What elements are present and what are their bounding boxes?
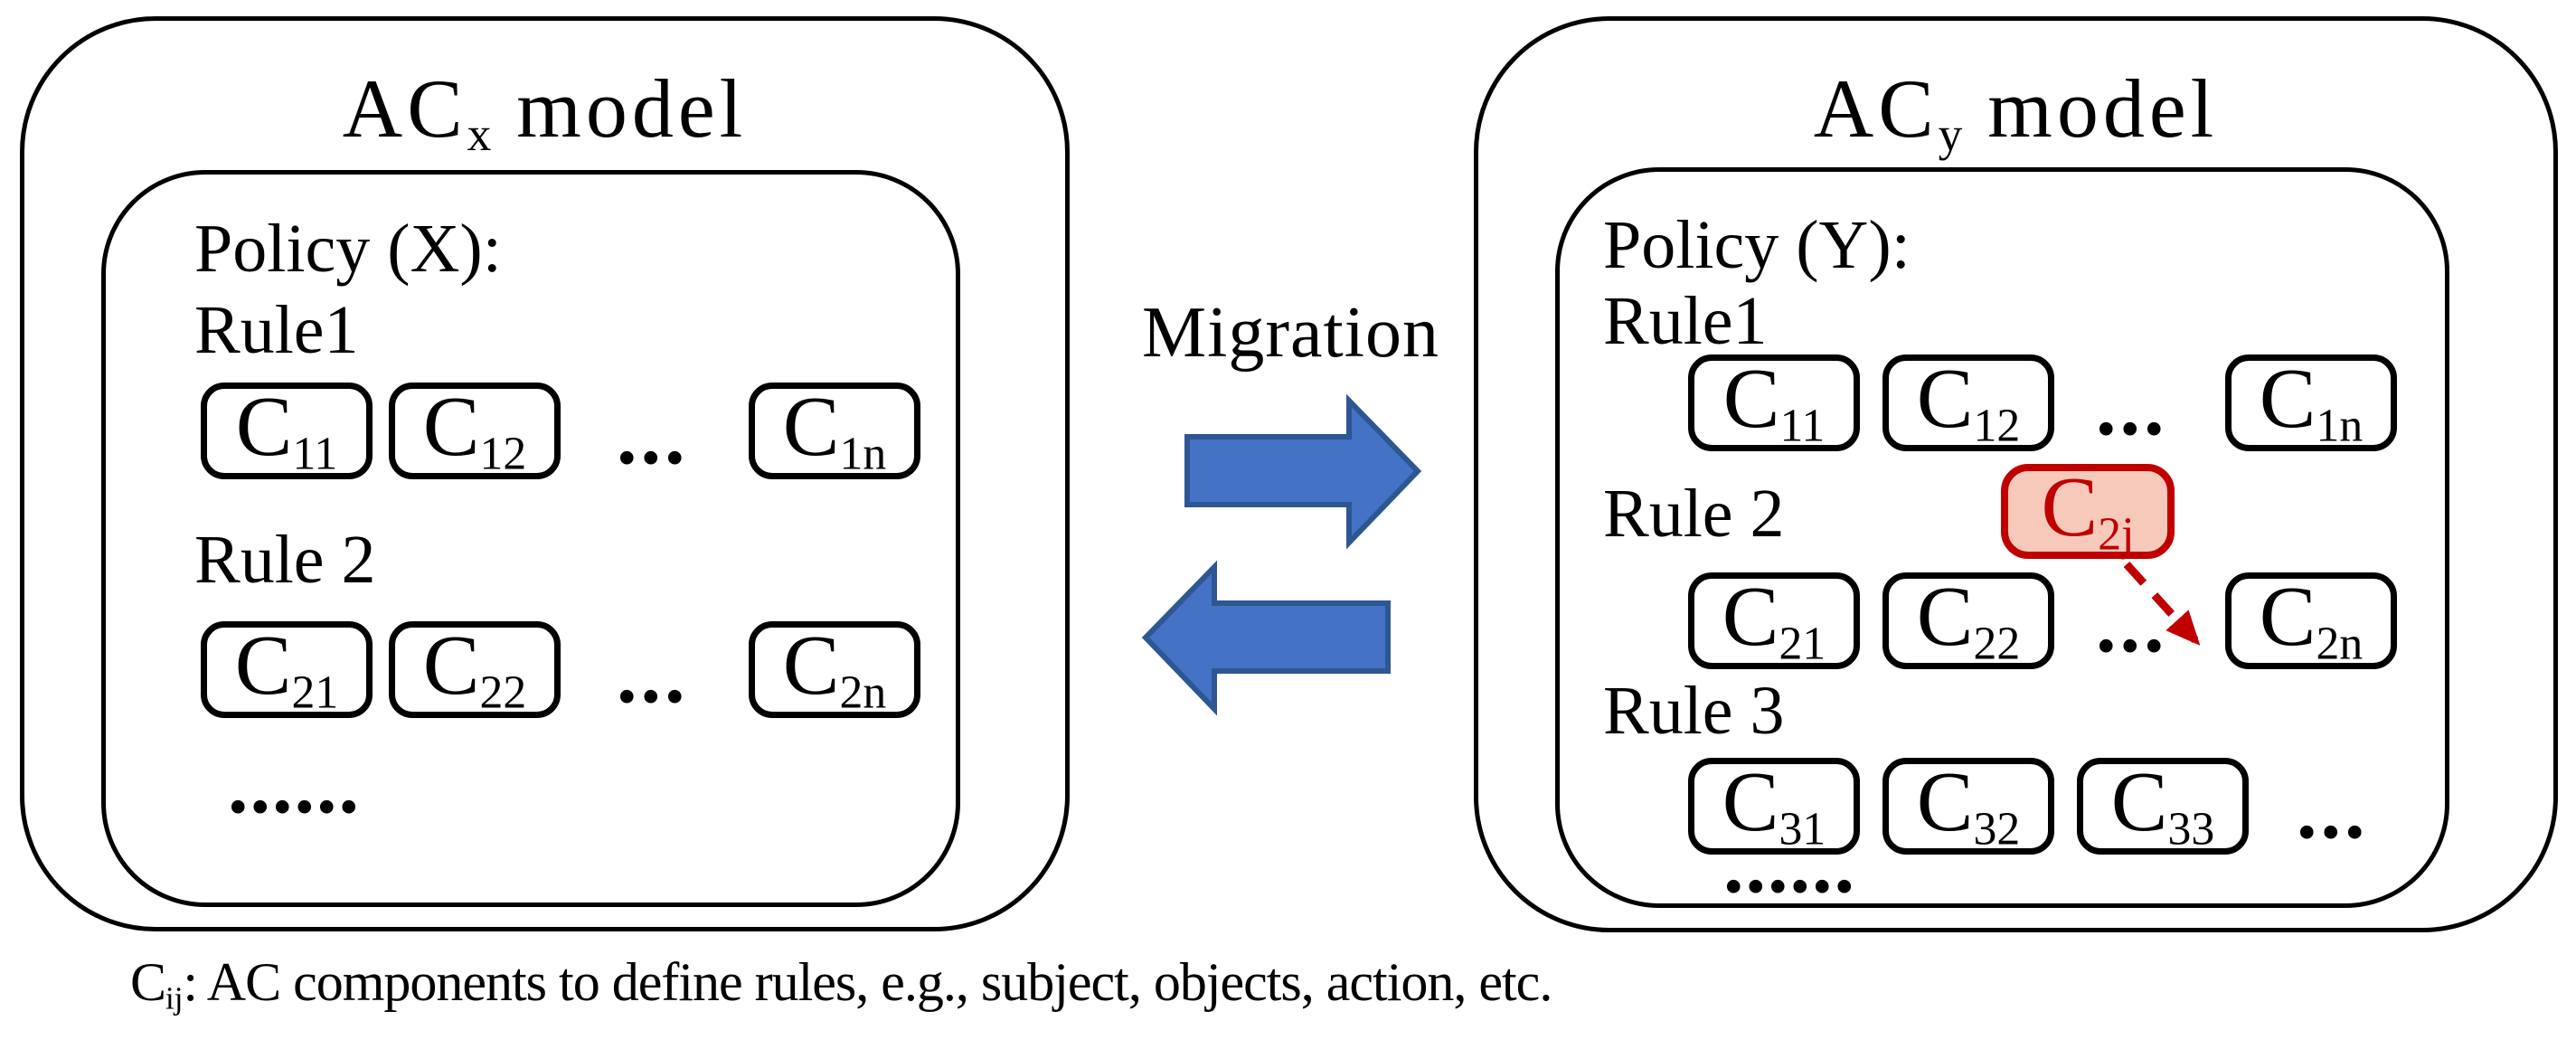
component-right-c11: C11 xyxy=(1688,354,1860,451)
component-label: C xyxy=(2259,351,2317,446)
component-label-sub: 1n xyxy=(839,428,887,480)
component-label: C xyxy=(422,379,480,474)
right-model-title-sub: y xyxy=(1938,106,1963,161)
component-label-sub: 22 xyxy=(479,666,527,719)
right-more-rules-ellipsis: ...... xyxy=(1723,820,1856,910)
left-row1-ellipsis-dots: ... xyxy=(617,392,689,481)
migration-forward-arrow xyxy=(1184,393,1422,550)
component-label: C xyxy=(2041,459,2099,554)
component-label: C xyxy=(1916,569,1974,664)
component-label-sub: 21 xyxy=(291,666,339,719)
component-label-sub: 2j xyxy=(2098,508,2135,561)
left-rule1-label: Rule1 xyxy=(194,292,359,368)
component-right-c2n: C2n xyxy=(2225,572,2397,669)
component-label: C xyxy=(1722,754,1779,849)
component-label: C xyxy=(1722,569,1779,664)
component-label-sub: 11 xyxy=(292,428,338,480)
component-label-sub: 2n xyxy=(2316,618,2364,670)
figure-caption: Cij: AC components to define rules, e.g.… xyxy=(130,951,1552,1017)
component-label: C xyxy=(782,618,840,713)
component-left-c2n: C2n xyxy=(749,621,920,718)
component-label-sub: 22 xyxy=(1973,618,2021,670)
component-label: C xyxy=(2259,569,2317,664)
component-label-sub: 2n xyxy=(839,666,887,719)
component-right-c33: C33 xyxy=(2077,758,2249,855)
component-label: C xyxy=(1916,351,1974,446)
component-label: C xyxy=(234,618,292,713)
right-rule2-label: Rule 2 xyxy=(1603,476,1785,552)
left-model-title-main: AC xyxy=(342,62,467,155)
component-right-c12: C12 xyxy=(1882,354,2054,451)
component-label-sub: 12 xyxy=(479,428,527,480)
caption-sub: ij xyxy=(165,980,184,1016)
right-model-title: ACy model xyxy=(1474,62,2558,161)
component-left-c1n: C1n xyxy=(749,383,920,479)
component-right-c2j-highlighted: C2j xyxy=(2001,464,2175,559)
right-model-title-rest: model xyxy=(1962,62,2219,155)
component-label: C xyxy=(782,379,840,474)
left-model-title: ACx model xyxy=(20,62,1070,161)
right-rule3-label: Rule 3 xyxy=(1603,673,1785,749)
left-more-rules-ellipsis: ...... xyxy=(228,741,361,830)
left-rule2-label: Rule 2 xyxy=(194,522,376,598)
caption-main: C xyxy=(130,952,166,1012)
component-left-c11: C11 xyxy=(201,383,373,479)
right-row3-ellipsis-dots: ... xyxy=(2297,766,2369,855)
left-model-title-sub: x xyxy=(467,106,492,161)
component-label: C xyxy=(235,379,293,474)
right-row2-ellipsis-dots: ... xyxy=(2096,580,2168,669)
component-label-sub: 1n xyxy=(2316,400,2364,452)
component-label: C xyxy=(1722,351,1780,446)
component-right-c22: C22 xyxy=(1882,572,2054,669)
component-label: C xyxy=(1916,754,1974,849)
component-right-c32: C32 xyxy=(1882,758,2054,855)
component-label-sub: 11 xyxy=(1779,400,1826,452)
component-left-c21: C21 xyxy=(201,621,373,718)
left-policy-label: Policy (X): xyxy=(194,211,502,287)
component-left-c22: C22 xyxy=(389,621,561,718)
right-policy-label: Policy (Y): xyxy=(1603,207,1911,283)
component-label-sub: 32 xyxy=(1973,803,2021,855)
left-model-title-rest: model xyxy=(491,62,748,155)
component-right-c21: C21 xyxy=(1688,572,1860,669)
component-right-c1n: C1n xyxy=(2225,354,2397,451)
component-label: C xyxy=(422,618,480,713)
component-label-sub: 33 xyxy=(2167,803,2215,855)
component-label-sub: 21 xyxy=(1779,618,1826,670)
component-label-sub: 12 xyxy=(1973,400,2021,452)
component-left-c12: C12 xyxy=(389,383,561,479)
migration-backward-arrow xyxy=(1141,560,1391,716)
caption-rest: : AC components to define rules, e.g., s… xyxy=(183,952,1552,1012)
right-model-title-main: AC xyxy=(1813,62,1939,155)
left-row2-ellipsis-dots: ... xyxy=(617,630,689,720)
right-rule1-label: Rule1 xyxy=(1603,283,1768,359)
right-row1-ellipsis-dots: ... xyxy=(2096,363,2168,452)
component-label: C xyxy=(2110,754,2168,849)
component-label-sub: 31 xyxy=(1779,803,1826,855)
left-policy-box xyxy=(101,170,960,907)
component-right-c31: C31 xyxy=(1688,758,1860,855)
migration-label: Migration xyxy=(1142,293,1439,373)
